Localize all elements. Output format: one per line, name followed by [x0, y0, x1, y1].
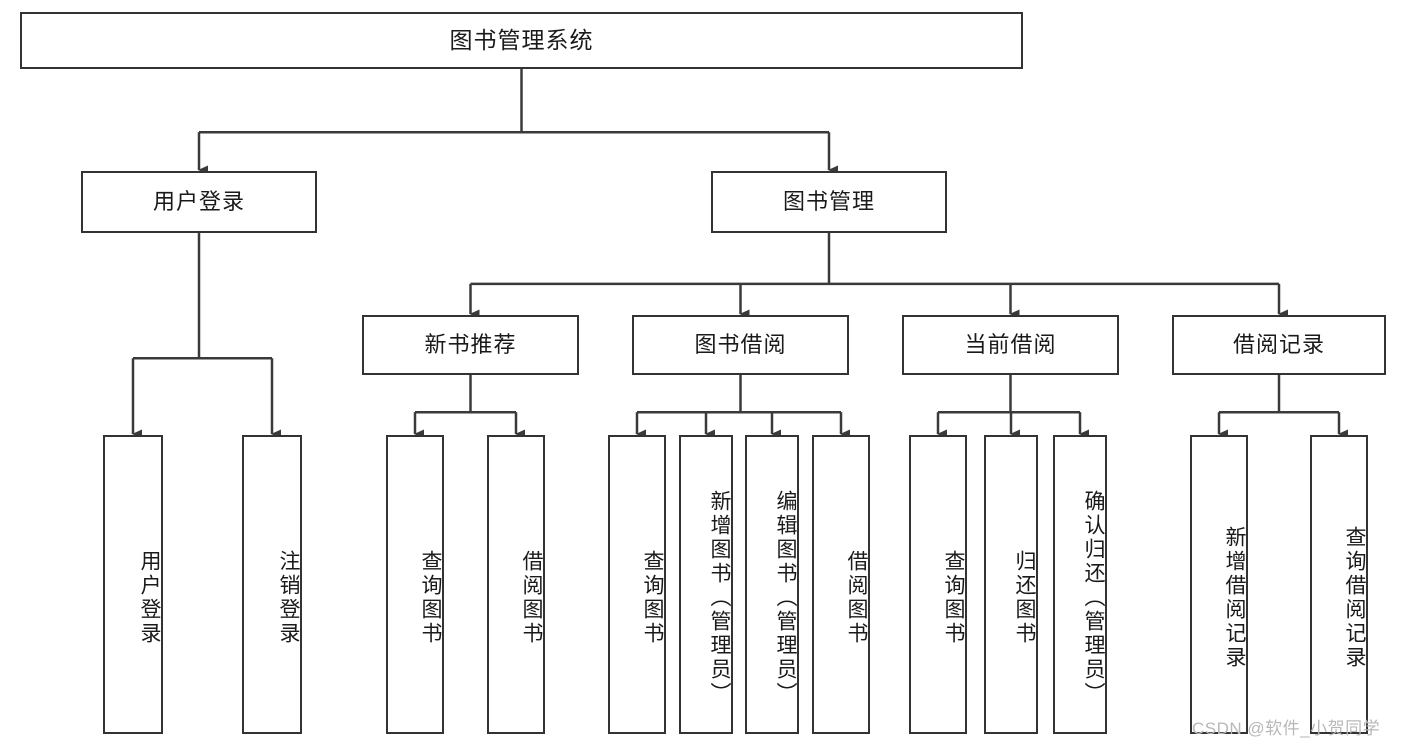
node-leaf-borrow-book[interactable]: 借阅图书: [812, 435, 870, 734]
node-label: 查询图书: [942, 549, 965, 646]
node-label: 确认归还（管理员）: [1082, 489, 1105, 706]
node-label: 查询图书: [641, 549, 664, 646]
node-leaf-edit-book[interactable]: 编辑图书（管理员）: [745, 435, 799, 734]
node-leaf-add-book[interactable]: 新增图书（管理员）: [679, 435, 733, 734]
node-leaf-query-book-borrow[interactable]: 查询图书: [608, 435, 666, 734]
node-label: 图书借阅: [694, 331, 787, 357]
node-borrow-record[interactable]: 借阅记录: [1172, 315, 1386, 375]
node-label: 新增图书（管理员）: [708, 489, 731, 706]
node-leaf-borrow-book-recommend[interactable]: 借阅图书: [487, 435, 545, 734]
node-new-book-recommend[interactable]: 新书推荐: [362, 315, 579, 375]
node-book-borrow[interactable]: 图书借阅: [632, 315, 849, 375]
node-label: 借阅图书: [845, 549, 868, 646]
node-leaf-query-book-current[interactable]: 查询图书: [909, 435, 967, 734]
node-root[interactable]: 图书管理系统: [20, 12, 1023, 69]
node-label: 查询图书: [419, 549, 442, 646]
node-current-borrow[interactable]: 当前借阅: [902, 315, 1119, 375]
node-leaf-query-borrow-record[interactable]: 查询借阅记录: [1310, 435, 1368, 734]
node-label: 用户登录: [152, 188, 245, 214]
node-leaf-user-login[interactable]: 用户登录: [103, 435, 163, 734]
node-label: 当前借阅: [964, 331, 1057, 357]
node-label: 查询借阅记录: [1343, 525, 1366, 670]
node-label: 归还图书: [1013, 549, 1036, 646]
node-label: 新书推荐: [424, 331, 517, 357]
connector-paths: [131, 69, 1348, 439]
node-leaf-user-logout[interactable]: 注销登录: [242, 435, 302, 734]
node-user-login[interactable]: 用户登录: [81, 171, 317, 233]
node-leaf-return-book[interactable]: 归还图书: [984, 435, 1038, 734]
node-label: 借阅记录: [1232, 331, 1325, 357]
node-label: 图书管理: [782, 188, 875, 214]
node-label: 借阅图书: [520, 549, 543, 646]
watermark-text: CSDN @软件_小贺同学: [1192, 719, 1381, 738]
node-label: 新增借阅记录: [1223, 525, 1246, 670]
node-label: 用户登录: [138, 549, 161, 646]
node-label: 注销登录: [277, 549, 300, 646]
node-label: 图书管理系统: [449, 26, 594, 53]
node-leaf-query-book-recommend[interactable]: 查询图书: [386, 435, 444, 734]
node-leaf-confirm-return[interactable]: 确认归还（管理员）: [1053, 435, 1107, 734]
node-label: 编辑图书（管理员）: [774, 489, 797, 706]
node-book-manage[interactable]: 图书管理: [711, 171, 947, 233]
node-leaf-add-borrow-record[interactable]: 新增借阅记录: [1190, 435, 1248, 734]
